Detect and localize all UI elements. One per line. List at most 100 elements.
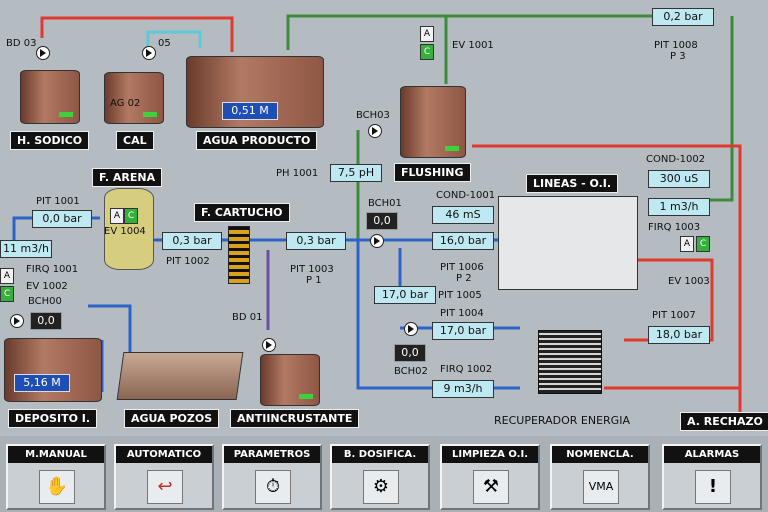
label-pit1002: PIT 1002 (166, 256, 210, 267)
value-cond1002: 300 uS (648, 170, 710, 188)
label-bd01: BD 01 (232, 312, 263, 323)
value-cond1001: 46 mS (432, 206, 494, 224)
manual-button[interactable]: M.MANUAL ✋ (6, 444, 106, 510)
tank-cal[interactable] (104, 72, 164, 124)
alarm-icon: ! (695, 470, 731, 504)
label-p3: P 3 (670, 51, 686, 62)
valve-ev1004-closed[interactable]: C (124, 208, 138, 224)
caption-agua-producto: AGUA PRODUCTO (196, 131, 318, 150)
value-pit1006: 16,0 bar (432, 232, 494, 250)
label-pit1005: PIT 1005 (438, 290, 482, 301)
pump-bd03[interactable] (36, 46, 50, 60)
tank-antiincrustante[interactable] (260, 354, 320, 406)
caption-f-arena: F. ARENA (92, 168, 163, 187)
valve-firq1003-closed[interactable]: C (696, 236, 710, 252)
pump-05[interactable] (142, 46, 156, 60)
value-pit1005: 17,0 bar (374, 286, 436, 304)
tank-agua-pozos[interactable] (116, 352, 244, 400)
label-ev1002: EV 1002 (26, 281, 68, 292)
caption-lineas-oi: LINEAS - O.I. (526, 174, 619, 193)
label-pit1003: PIT 1003 (290, 264, 334, 275)
label-firq1001: FIRQ 1001 (26, 264, 79, 275)
pump-bch01[interactable] (370, 234, 384, 248)
pump-bch00[interactable] (10, 314, 24, 328)
limpieza-button[interactable]: LIMPIEZA O.I. ⚒ (440, 444, 540, 510)
valve-firq1003-auto[interactable]: A (680, 236, 694, 252)
caption-deposito: DEPOSITO I. (8, 409, 98, 428)
value-pit1004: 17,0 bar (432, 322, 494, 340)
value-bch02: 0,0 (394, 344, 426, 362)
tank-f-arena[interactable] (104, 188, 154, 270)
caption-antiincrustante: ANTIINCRUSTANTE (230, 409, 360, 428)
pipe-cal (146, 30, 202, 52)
valve-ev1002-closed[interactable]: C (0, 286, 14, 302)
pump-bch02[interactable] (404, 322, 418, 336)
pipe-reject-top (472, 144, 742, 420)
energy-recovery-unit[interactable] (538, 330, 602, 394)
label-bch03: BCH03 (356, 110, 390, 121)
pump-bch03[interactable] (368, 124, 382, 138)
stopwatch-icon: ⏱ (255, 470, 291, 504)
label-bd03: BD 03 (6, 38, 37, 49)
pipe-feed-deposit (88, 304, 132, 352)
label-05: 05 (158, 38, 171, 49)
value-pit1001: 0,0 bar (32, 210, 92, 228)
label-pit1006: PIT 1006 (440, 262, 484, 273)
valve-ev1002-auto[interactable]: A (0, 268, 14, 284)
value-pit1002: 0,3 bar (162, 232, 222, 250)
limpieza-label: LIMPIEZA O.I. (442, 446, 538, 463)
valve-ev1004-auto[interactable]: A (110, 208, 124, 224)
tools-icon: ⚒ (473, 470, 509, 504)
label-bch02: BCH02 (394, 366, 428, 377)
pump-bd01[interactable] (262, 338, 276, 352)
parametros-button[interactable]: PARAMETROS ⏱ (222, 444, 322, 510)
nomencla-label: NOMENCLA. (552, 446, 648, 463)
tank-deposito[interactable] (4, 338, 102, 402)
label-p1: P 1 (306, 275, 322, 286)
label-pit1008: PIT 1008 (654, 40, 698, 51)
tank-h-sodico[interactable] (20, 70, 80, 124)
process-diagram: H. SODICO CAL AGUA PRODUCTO FLUSHING F. … (0, 8, 768, 431)
caption-rechazo: A. RECHAZO (680, 412, 768, 431)
value-pit1003: 0,3 bar (286, 232, 346, 250)
manual-label: M.MANUAL (8, 446, 104, 463)
caption-cal: CAL (116, 131, 154, 150)
alarmas-button[interactable]: ALARMAS ! (662, 444, 762, 510)
value-pit1007: 18,0 bar (648, 326, 710, 344)
alarmas-label: ALARMAS (664, 446, 760, 463)
caption-recuperador: RECUPERADOR ENERGIA (494, 414, 630, 427)
caption-flushing: FLUSHING (394, 163, 471, 182)
label-ev1001: EV 1001 (452, 40, 494, 51)
label-cond1002: COND-1002 (646, 154, 706, 165)
label-firq1003: FIRQ 1003 (648, 222, 701, 233)
valve-ev1001-closed[interactable]: C (420, 44, 434, 60)
label-ev1004: EV 1004 (104, 226, 146, 237)
label-bch01: BCH01 (368, 198, 402, 209)
dosifica-label: B. DOSIFICA. (332, 446, 428, 463)
label-p2: P 2 (456, 273, 472, 284)
label-pit1004: PIT 1004 (440, 308, 484, 319)
valve-ev1001-auto[interactable]: A (420, 26, 434, 42)
value-pit1008: 0,2 bar (652, 8, 714, 26)
nomencla-button[interactable]: NOMENCLA. VMA (550, 444, 650, 510)
tank-flushing[interactable] (400, 86, 466, 158)
automatico-button[interactable]: AUTOMATICO ↩ (114, 444, 214, 510)
value-firq1001: 11 m3/h (0, 240, 52, 258)
automatico-label: AUTOMATICO (116, 446, 212, 463)
caption-f-cartucho: F. CARTUCHO (194, 203, 290, 222)
pump-icon: ⚙ (363, 470, 399, 504)
value-bch00: 0,0 (30, 312, 62, 330)
value-firq1003: 1 m3/h (648, 198, 710, 216)
value-bch01: 0,0 (366, 212, 398, 230)
label-ph1001: PH 1001 (276, 168, 319, 179)
pipe-flush-top (286, 14, 660, 50)
ro-lines-unit[interactable] (498, 196, 638, 290)
tank-f-cartucho[interactable] (228, 226, 250, 284)
return-arrow-icon: ↩ (147, 470, 183, 504)
label-pit1001: PIT 1001 (36, 196, 80, 207)
label-pit1007: PIT 1007 (652, 310, 696, 321)
dosifica-button[interactable]: B. DOSIFICA. ⚙ (330, 444, 430, 510)
caption-h-sodico: H. SODICO (10, 131, 90, 150)
value-ph1001: 7,5 pH (330, 164, 382, 182)
value-firq1002: 9 m3/h (432, 380, 494, 398)
